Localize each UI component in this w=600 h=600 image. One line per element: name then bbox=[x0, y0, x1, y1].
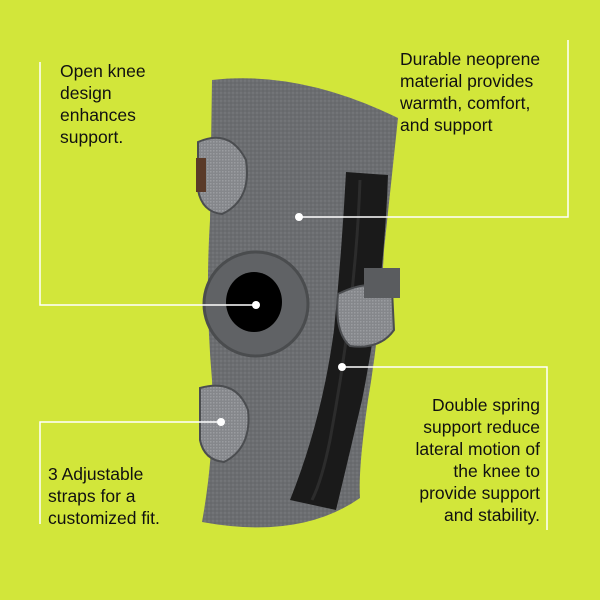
callout-dot-spring bbox=[338, 363, 346, 371]
spring-panel bbox=[290, 172, 388, 510]
middle-strap-band bbox=[364, 268, 400, 298]
callout-dot-straps bbox=[217, 418, 225, 426]
spring-stitch bbox=[310, 179, 362, 501]
callout-neoprene: Durable neoprene material provides warmt… bbox=[400, 49, 541, 135]
callout-line-open-knee bbox=[39, 62, 254, 306]
top-strap bbox=[197, 136, 248, 216]
callout-straps: 3 Adjustable straps for a customized fit… bbox=[48, 464, 160, 528]
top-strap-label bbox=[196, 158, 206, 192]
callout-dot-open-knee bbox=[252, 301, 260, 309]
callout-line-spring bbox=[343, 366, 548, 530]
callout-open-knee: Open knee design enhances support. bbox=[60, 61, 146, 147]
callout-line-neoprene bbox=[300, 40, 569, 218]
callout-spring: Double spring support reduce lateral mot… bbox=[415, 395, 540, 525]
callout-dot-neoprene bbox=[295, 213, 303, 221]
callout-line-straps bbox=[39, 421, 220, 524]
